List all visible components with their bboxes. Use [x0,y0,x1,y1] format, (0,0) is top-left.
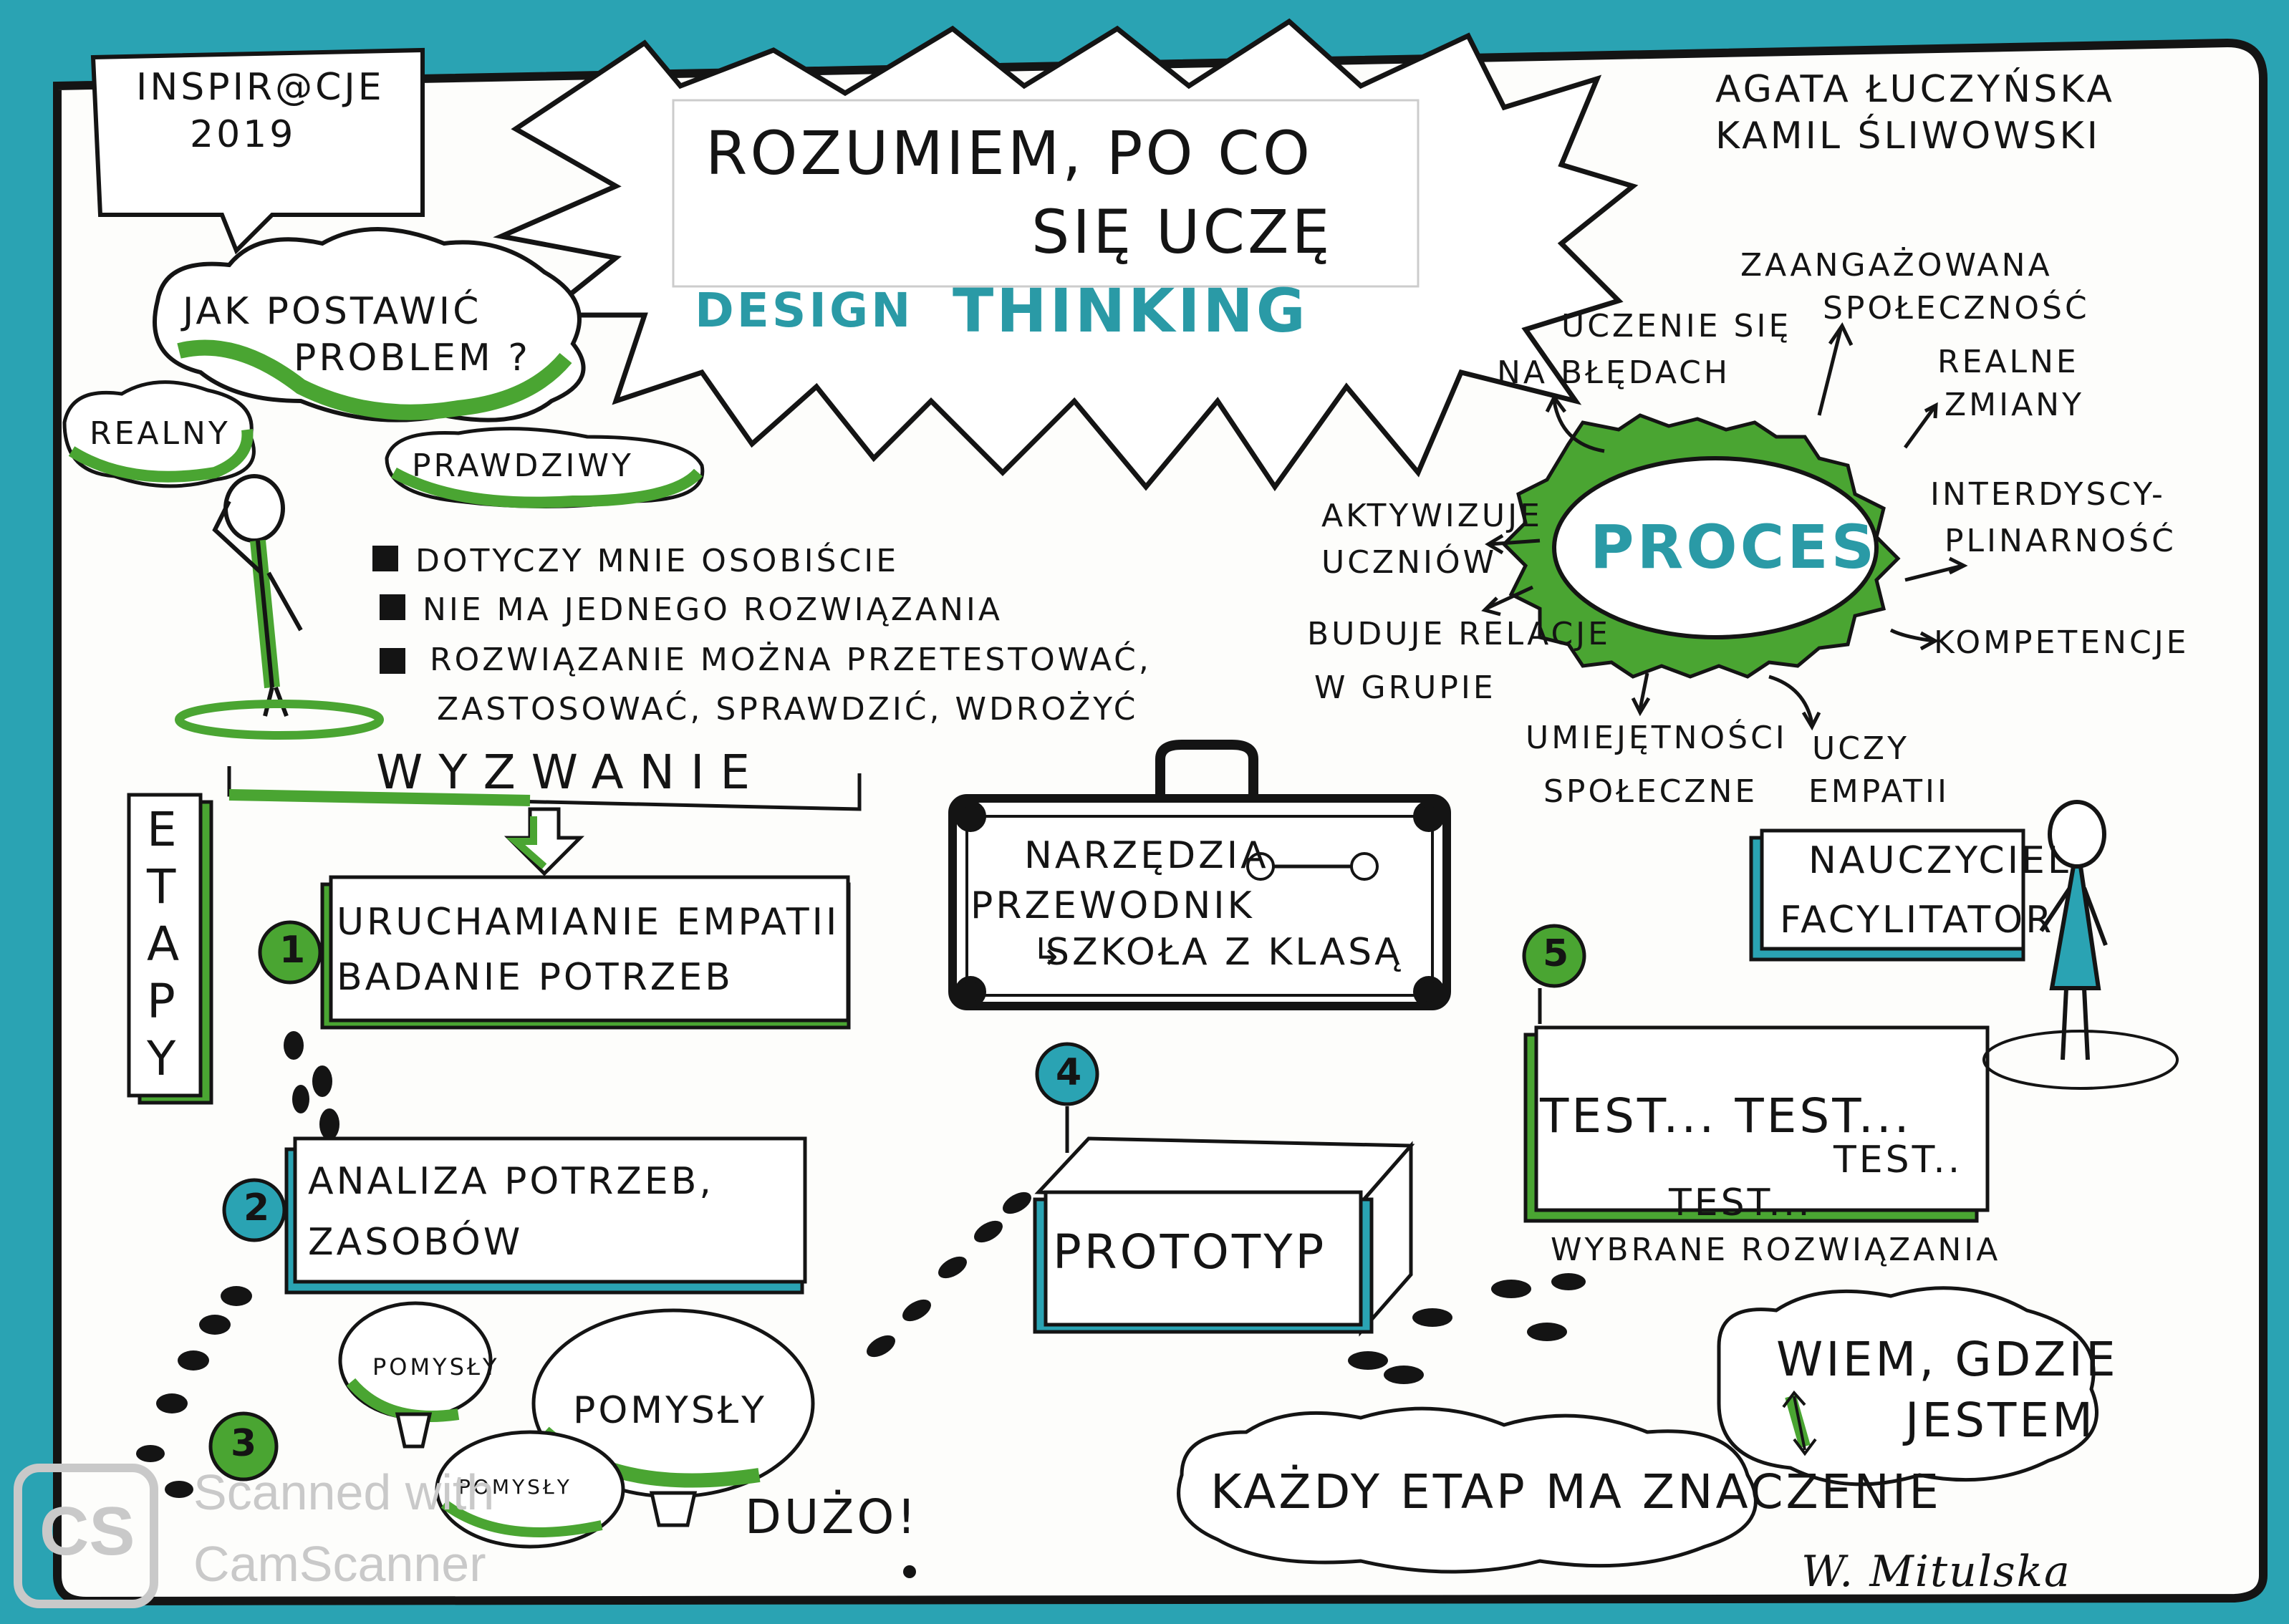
signature: W. Mitulska [1801,1547,2071,1597]
duzo-label: DUŻO! [745,1489,919,1545]
step1-box [320,875,851,1030]
event-year: 2019 [190,113,297,156]
buduje-line2: W GRUPIE [1314,670,1496,706]
etapy-letter-y: Y [147,1031,179,1086]
bullet-1: DOTYCZY MNIE OSOBIŚCIE [415,543,900,579]
pomysly-big: POMYSŁY [573,1389,767,1432]
step1-line1: URUCHAMIANIE EMPATII [337,901,840,944]
event-banner [90,47,425,255]
toolbox [948,740,1451,1010]
toolbox-szkola: SZKOŁA Z KLASĄ [1046,931,1403,974]
question-line2: PROBLEM ? [294,337,531,380]
proces-arrows [1481,322,1968,731]
kompetencje-label: KOMPETENCJE [1934,624,2189,661]
uczenie-line2: NA BŁĘDACH [1497,354,1730,391]
zaangazowana-line1: ZAANGAŻOWANA [1740,247,2053,284]
realny-label: REALNY [90,415,231,452]
wybrane-rozwiazania: WYBRANE ROZWIĄZANIA [1551,1232,2001,1268]
bullet-3-cont: ZASTOSOWAĆ, SPRAWDZIĆ, WDROŻYĆ [437,691,1139,728]
step-number-circles [208,920,1586,1482]
empatii-line1: UCZY [1812,730,1909,767]
realne-line1: REALNE [1937,344,2079,380]
title-card [672,99,1420,288]
interdyscy-line1: INTERDYSCY- [1930,476,2166,513]
camscanner-logo-icon [14,1464,158,1608]
toolbox-narzedzia: NARZĘDZIA [1024,834,1269,877]
test-box [1523,1025,1990,1223]
wyzwanie-label: WYZWANIE [376,745,766,800]
question-line1: JAK POSTAWIĆ [183,290,482,333]
kazdy-etap-label: KAŻDY ETAP MA ZNACZENIE [1210,1464,1942,1519]
teacher-line2: FACYLITATOR [1780,899,2055,942]
test-line2: TEST.. [1833,1139,1963,1181]
test-line1: TEST... TEST... [1540,1088,1912,1144]
wiem-cloud [1717,1286,2098,1487]
realne-line2: ZMIANY [1945,387,2084,423]
step2-line1: ANALIZA POTRZEB, [308,1160,714,1203]
watermark-logo-text: CS [39,1493,135,1570]
thinking-person [175,474,384,740]
step1-line2: BADANIE POTRZEB [337,956,733,999]
step2-number: 2 [244,1186,273,1229]
pomysly-small-1: POMYSŁY [372,1353,500,1381]
etapy-letter-t: T [147,859,179,914]
teacher-line1: NAUCZYCIEL [1808,839,2071,882]
wiem-line2: JESTEM [1905,1393,2096,1448]
page-title-line1: ROZUMIEM, PO CO [705,118,1313,188]
etapy-letter-e: E [147,802,180,857]
umiejetnosci-line2: SPOŁECZNE [1543,773,1758,810]
author-2: KAMIL ŚLIWOWSKI [1715,115,2101,158]
empatii-line2: EMPATII [1808,773,1950,810]
prototyp-label: PROTOTYP [1053,1224,1327,1280]
subtitle-thinking: THINKING [953,276,1309,346]
step1-number: 1 [279,929,309,972]
pomysly-small-2: POMYSŁY [458,1475,572,1499]
etapy-letter-a: A [147,917,183,972]
event-name: INSPIR@CJE [136,66,385,109]
step5-number: 5 [1543,932,1572,975]
etapy-column [127,793,213,1105]
kazdy-cloud [1177,1406,1758,1574]
aktywizuje-line1: AKTYWIZUJE [1321,498,1543,534]
watermark-line2: CamScanner [193,1536,486,1592]
teacher-person [1982,800,2179,1090]
prawdziwy-label: PRAWDZIWY [412,448,634,484]
prototype-box [1033,1136,1415,1337]
step2-line2: ZASOBÓW [308,1221,524,1264]
step2-box [284,1136,807,1295]
buduje-line1: BUDUJE RELACJE [1307,616,1611,652]
uczenie-line1: UCZENIE SIĘ [1561,308,1792,344]
test-line3: TEST... [1669,1181,1813,1224]
question-cloud [153,227,586,422]
idea-bulbs [338,1301,815,1549]
etapy-letter-p: P [147,974,178,1029]
toolbox-przewodnik: PRZEWODNIK [970,884,1255,927]
umiejetnosci-line1: UMIEJĘTNOŚCI [1526,720,1788,756]
subtitle-design: DESIGN [695,283,914,338]
watermark-line1: Scanned with [193,1464,495,1520]
page-title-line2: SIĘ UCZĘ [1031,197,1333,267]
step3-number: 3 [231,1422,260,1465]
teacher-box [1749,828,2025,962]
bullet-3: ROZWIĄZANIE MOŻNA PRZETESTOWAĆ, [430,642,1152,678]
question-cloud-shade [177,339,572,420]
toolbox-arrow-icon: ↳ [1031,931,1066,974]
aktywizuje-line2: UCZNIÓW [1321,544,1498,581]
wyzwanie-bracket [227,766,862,811]
proces-center-label: PROCES [1590,512,1878,582]
zaangazowana-line2: SPOŁECZNOŚĆ [1823,290,2090,327]
interdyscy-line2: PLINARNOŚĆ [1945,523,2177,559]
wiem-line1: WIEM, GDZIE [1776,1332,2119,1387]
author-1: AGATA ŁUCZYŃSKA [1715,68,2115,111]
footsteps [136,1031,1586,1498]
step4-number: 4 [1056,1051,1085,1094]
proces-gear [1501,413,1901,679]
bullet-markers [372,546,405,674]
bullet-2: NIE MA JEDNEGO ROZWIĄZANIA [423,591,1003,628]
